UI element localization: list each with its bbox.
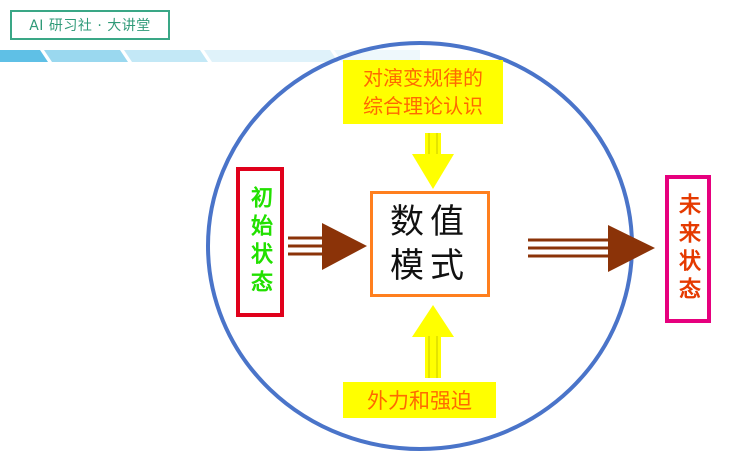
external-forcing-text: 外力和强迫 — [367, 389, 472, 413]
theory-line-1: 对演变规律的 — [363, 66, 483, 90]
external-forcing-label: 外力和强迫 — [343, 382, 496, 418]
right-flow-arrow — [528, 225, 655, 272]
center-line-1: 数值 — [390, 202, 470, 242]
brand-badge: AI 研习社 · 大讲堂 — [10, 10, 170, 40]
left-flow-arrow — [288, 223, 367, 270]
center-line-2: 模式 — [390, 246, 470, 286]
future-state-box: 未来状态 — [665, 175, 711, 323]
theory-knowledge-label: 对演变规律的 综合理论认识 — [343, 60, 503, 124]
theory-line-2: 综合理论认识 — [363, 94, 483, 118]
top-input-arrow — [412, 133, 454, 189]
numerical-model-box: 数值 模式 — [370, 191, 490, 297]
initial-state-label: 初始状态 — [247, 186, 273, 298]
brand-badge-text: AI 研习社 · 大讲堂 — [29, 18, 151, 34]
initial-state-box: 初始状态 — [236, 167, 284, 317]
bottom-input-arrow — [412, 305, 454, 378]
future-state-label: 未来状态 — [675, 193, 701, 305]
